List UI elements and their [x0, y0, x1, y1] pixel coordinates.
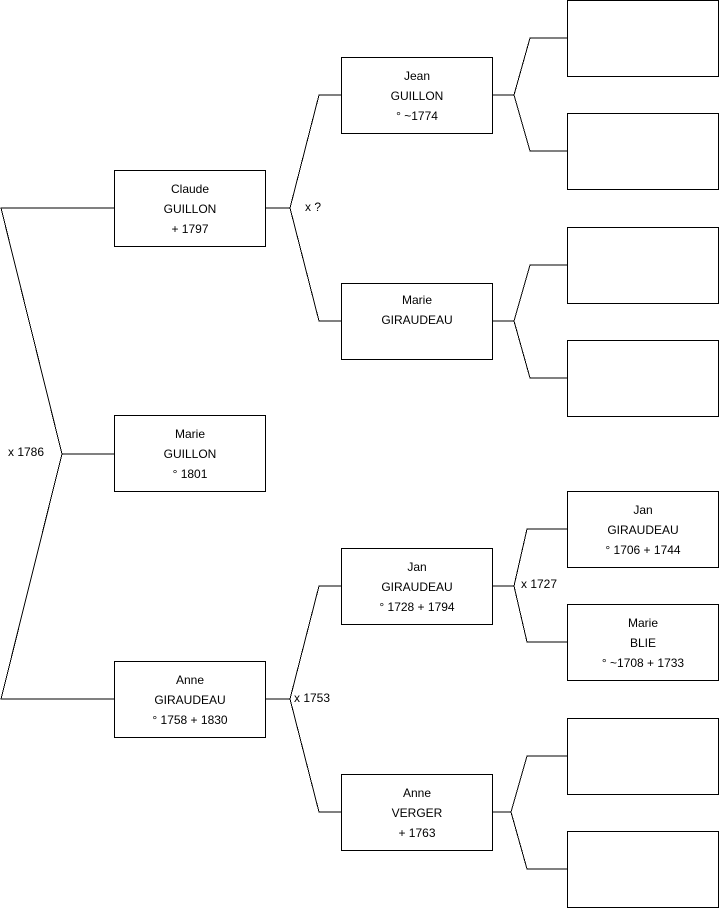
- person-surname: VERGER: [391, 805, 443, 820]
- person-surname: GIRAUDEAU: [154, 692, 226, 707]
- person-box-anne-verger[interactable]: Anne VERGER + 1763: [341, 774, 493, 851]
- empty-person-box[interactable]: [567, 113, 719, 190]
- person-given-name: Claude: [170, 181, 210, 196]
- person-box-marie-blie[interactable]: Marie BLIE ° ~1708 + 1733: [567, 604, 719, 681]
- person-given-name: Jan: [633, 502, 653, 517]
- empty-person-box[interactable]: [567, 831, 719, 908]
- person-dates: + 1763: [398, 825, 436, 840]
- person-dates: ° 1758 + 1830: [152, 712, 228, 727]
- person-given-name: Marie: [627, 615, 658, 630]
- person-given-name: Marie: [174, 426, 205, 441]
- marriage-label-giraudeau-verger: x 1753: [294, 691, 331, 705]
- person-surname: GUILLON: [390, 88, 444, 103]
- person-surname: GUILLON: [163, 201, 217, 216]
- person-dates: ° ~1708 + 1733: [601, 655, 685, 670]
- person-box-marie-giraudeau[interactable]: Marie GIRAUDEAU: [341, 283, 493, 360]
- empty-person-box[interactable]: [567, 227, 719, 304]
- person-surname: GIRAUDEAU: [607, 522, 679, 537]
- person-box-jan-giraudeau-1706[interactable]: Jan GIRAUDEAU ° 1706 + 1744: [567, 491, 719, 568]
- person-dates: ° ~1774: [396, 108, 438, 123]
- person-dates: ° 1728 + 1794: [379, 599, 455, 614]
- person-surname: BLIE: [629, 635, 656, 650]
- person-dates: ° 1706 + 1744: [605, 542, 681, 557]
- person-surname: GIRAUDEAU: [381, 313, 453, 327]
- person-box-claude-guillon[interactable]: Claude GUILLON + 1797: [114, 170, 266, 247]
- person-dates: + 1797: [171, 221, 209, 236]
- person-dates: ° 1801: [172, 466, 208, 481]
- person-box-jan-giraudeau-1728[interactable]: Jan GIRAUDEAU ° 1728 + 1794: [341, 548, 493, 625]
- person-given-name: Anne: [175, 672, 205, 687]
- person-given-name: Jean: [403, 68, 431, 83]
- person-box-jean-guillon[interactable]: Jean GUILLON ° ~1774: [341, 57, 493, 134]
- person-surname: GIRAUDEAU: [381, 579, 453, 594]
- person-surname: GUILLON: [163, 446, 217, 461]
- person-box-marie-guillon[interactable]: Marie GUILLON ° 1801: [114, 415, 266, 492]
- marriage-label-giraudeau-blie: x 1727: [521, 577, 558, 591]
- person-given-name: Marie: [401, 293, 432, 307]
- marriage-label-guillon-giraudeau: x ?: [305, 200, 322, 214]
- person-box-anne-giraudeau[interactable]: Anne GIRAUDEAU ° 1758 + 1830: [114, 661, 266, 738]
- empty-person-box[interactable]: [567, 0, 719, 77]
- person-given-name: Jan: [407, 559, 427, 574]
- empty-person-box[interactable]: [567, 340, 719, 417]
- empty-person-box[interactable]: [567, 718, 719, 795]
- person-given-name: Anne: [402, 785, 432, 800]
- marriage-label-parents: x 1786: [8, 445, 45, 459]
